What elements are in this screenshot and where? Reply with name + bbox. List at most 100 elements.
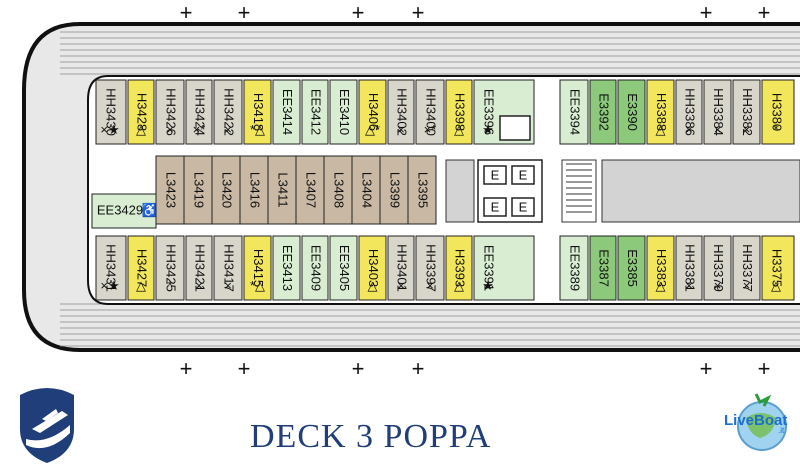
- cabin-port[interactable]: H3415*△: [243, 235, 272, 301]
- cabin-starboard[interactable]: EE3410: [329, 79, 358, 145]
- cabin-starboard[interactable]: HH3426×: [155, 79, 185, 145]
- cabin-port[interactable]: H3393△: [445, 235, 473, 301]
- cabin-starboard[interactable]: HH3402×: [387, 79, 415, 145]
- cabin-starboard[interactable]: H3428△: [127, 79, 155, 145]
- cabin-starboard[interactable]: HH3386×: [675, 79, 703, 145]
- cabin-label: L3407: [304, 172, 319, 208]
- cabin-symbol: ×: [685, 122, 693, 137]
- cabin-label: HH3431: [104, 244, 119, 292]
- cabin-starboard[interactable]: HH3422×: [213, 79, 243, 145]
- cabin-inside[interactable]: L3416: [239, 155, 269, 225]
- lifeboat-marker: +: [180, 356, 193, 381]
- cabin-starboard[interactable]: H3406△*: [358, 79, 387, 145]
- cabin-starboard[interactable]: H3398△: [445, 79, 473, 145]
- cabin-row-port: HH3431×★H3427△HH3425*HH3421×HH3417×H3415…: [95, 235, 795, 301]
- cabin-starboard[interactable]: H3388△: [646, 79, 675, 145]
- cabin-port[interactable]: H3375△: [761, 235, 795, 301]
- cabin-starboard[interactable]: E3390: [617, 79, 646, 145]
- cabin-port[interactable]: HH3421×: [185, 235, 213, 301]
- cabin-label: H3428: [135, 93, 150, 131]
- lifeboat-marker: +: [352, 356, 365, 381]
- cabin-starboard[interactable]: H3380*: [761, 79, 795, 145]
- lifeboat-marker: +: [412, 0, 425, 25]
- cabin-symbol: ×: [714, 122, 722, 137]
- cabin-label: EE3410: [337, 89, 352, 135]
- lifeboat-marker: +: [180, 0, 193, 25]
- cabin-port[interactable]: HH3417×: [213, 235, 243, 301]
- cabin-label: L3399: [388, 172, 403, 208]
- cabin-label: EE3414: [280, 89, 295, 135]
- cabin-label: H3393: [453, 249, 468, 287]
- cabin-label: HH3402: [395, 88, 410, 136]
- cabin-port[interactable]: EE3413: [272, 235, 301, 301]
- cabin-symbol: △: [656, 278, 666, 293]
- cabin-port[interactable]: EE3409: [301, 235, 329, 301]
- cabin-symbol: △: [771, 278, 781, 293]
- cabin-label: EE3391: [482, 245, 497, 291]
- cabin-starboard[interactable]: EE3414: [272, 79, 301, 145]
- cabin-port[interactable]: E3385: [617, 235, 646, 301]
- cabin-inside[interactable]: L3408: [323, 155, 353, 225]
- cabin-label: EE3394: [568, 89, 583, 135]
- cabin-label: L3420: [220, 172, 235, 208]
- cabin-starboard[interactable]: HH3400×*: [415, 79, 445, 145]
- cabin-port[interactable]: HH3379×: [703, 235, 732, 301]
- cabin-port[interactable]: HH3397×: [415, 235, 445, 301]
- cabin-label: HH3397: [424, 244, 439, 292]
- cabin-inside[interactable]: L3404: [351, 155, 381, 225]
- elevator: E: [483, 197, 507, 217]
- cabin-label: EE3412: [309, 89, 324, 135]
- cabin-label: H3427: [135, 249, 150, 287]
- cabin-symbol: ×: [685, 278, 693, 293]
- cabin-port[interactable]: E3387: [589, 235, 617, 301]
- cabin-inside[interactable]: L3395: [407, 155, 437, 225]
- cabin-starboard[interactable]: HH3384×: [703, 79, 732, 145]
- cabin-port[interactable]: HH3377×: [732, 235, 761, 301]
- cabin-symbol: ★: [482, 122, 494, 137]
- cabin-symbol: △: [368, 278, 378, 293]
- svg-text:E: E: [491, 167, 500, 182]
- cabin-label: EE3405: [337, 245, 352, 291]
- cabin-port[interactable]: EE3389: [559, 235, 589, 301]
- cabin-starboard[interactable]: EE3412: [301, 79, 329, 145]
- cabin-label: L3408: [332, 172, 347, 208]
- cabin-label: H3406: [366, 93, 381, 131]
- cabin-starboard[interactable]: HH3382×: [732, 79, 761, 145]
- cabin-inside[interactable]: EE3429♿: [91, 193, 158, 229]
- cabin-inside[interactable]: L3407: [295, 155, 325, 225]
- cabin-port[interactable]: HH3425*: [155, 235, 185, 301]
- cabin-port[interactable]: HH3401×: [387, 235, 415, 301]
- cabin-starboard[interactable]: HH3430×★: [95, 79, 127, 145]
- cabin-inside[interactable]: L3419: [183, 155, 213, 225]
- cabin-starboard[interactable]: HH3424×*: [185, 79, 213, 145]
- cabin-starboard[interactable]: E3392: [589, 79, 617, 145]
- brand-suffix: .it: [778, 426, 785, 435]
- cabin-symbol: *: [773, 122, 778, 137]
- cabin-port[interactable]: H3427△: [127, 235, 155, 301]
- cabin-port[interactable]: H3403△: [358, 235, 387, 301]
- cabin-symbol: ×: [426, 278, 434, 293]
- cabin-symbol: △: [136, 278, 146, 293]
- cabin-port[interactable]: EE3391★: [473, 235, 535, 301]
- cabin-port[interactable]: HH3381×: [675, 235, 703, 301]
- cabin-inside[interactable]: L3423: [155, 155, 185, 225]
- cabin-label: EE3429: [97, 202, 143, 217]
- bathroom-block: [499, 115, 531, 141]
- stairs-icon: [561, 159, 597, 223]
- cabin-inside[interactable]: L3411: [267, 155, 297, 225]
- cabin-symbol: ×*: [193, 122, 206, 137]
- cabin-inside[interactable]: L3399: [379, 155, 409, 225]
- cabin-starboard[interactable]: EE3394: [559, 79, 589, 145]
- cabin-port[interactable]: HH3431×★: [95, 235, 127, 301]
- cabin-port[interactable]: H3383△: [646, 235, 675, 301]
- cabin-symbol: △: [454, 122, 464, 137]
- cabin-starboard[interactable]: H3418*△: [243, 79, 272, 145]
- cabin-port[interactable]: EE3405: [329, 235, 358, 301]
- cabin-label: L3416: [248, 172, 263, 208]
- elevator: E: [511, 165, 535, 185]
- cabin-row-starboard: HH3430×★H3428△HH3426×HH3424×*HH3422×H341…: [95, 79, 795, 273]
- lifeboat-marker: +: [238, 356, 251, 381]
- cabin-label: H3388: [654, 93, 669, 131]
- cabin-inside[interactable]: L3420: [211, 155, 241, 225]
